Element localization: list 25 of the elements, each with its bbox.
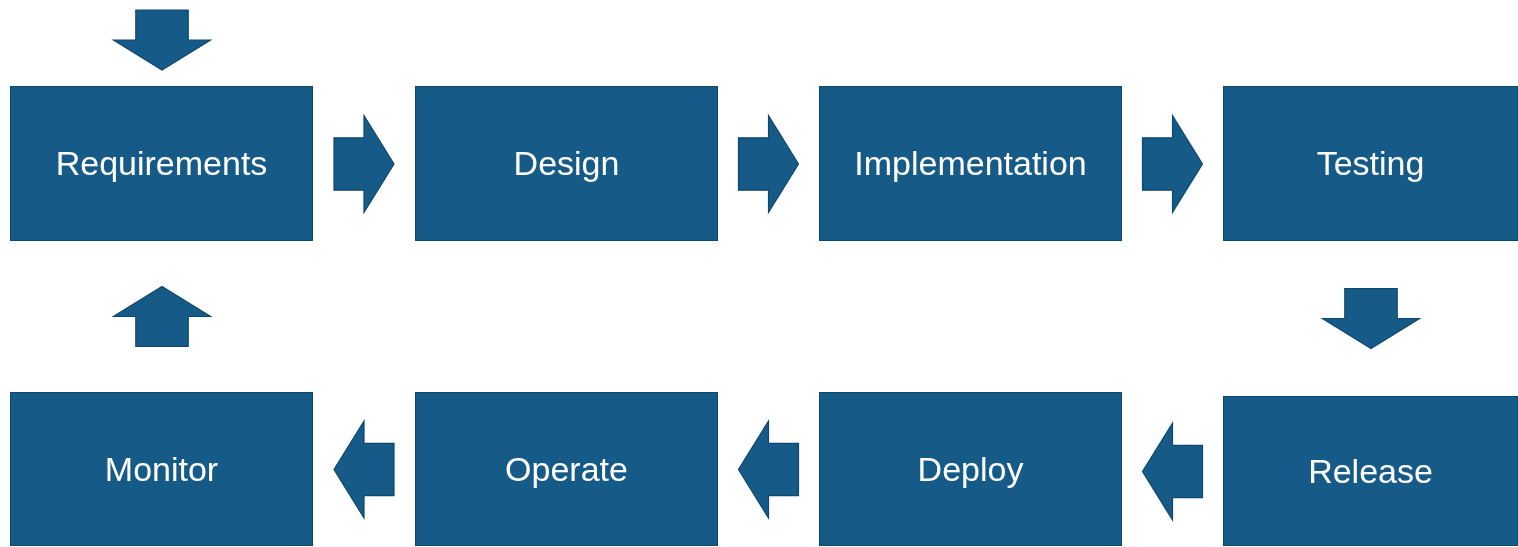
process-box [819,392,1122,546]
process-box [10,392,313,546]
step-label: Operate [505,449,628,489]
block-arrow [111,285,213,348]
block-arrow [737,418,800,521]
process-box [1223,396,1518,546]
step-label: Deploy [917,449,1024,489]
step-label: Release [1308,451,1433,491]
block-arrow [111,9,213,71]
block-arrow [1320,287,1422,350]
block-arrow [1141,420,1204,523]
block-arrow [737,113,800,215]
block-arrow [333,418,395,521]
process-box [819,86,1122,241]
process-box [415,86,718,241]
step-label: Implementation [854,144,1087,183]
step-label: Requirements [55,144,268,183]
block-arrow [333,113,395,215]
process-box [10,86,313,241]
step-label: Monitor [104,449,219,489]
process-box [1223,86,1518,241]
process-box [415,392,718,546]
block-arrow [1141,113,1204,215]
step-label: Testing [1316,144,1425,183]
step-label: Design [513,144,620,183]
